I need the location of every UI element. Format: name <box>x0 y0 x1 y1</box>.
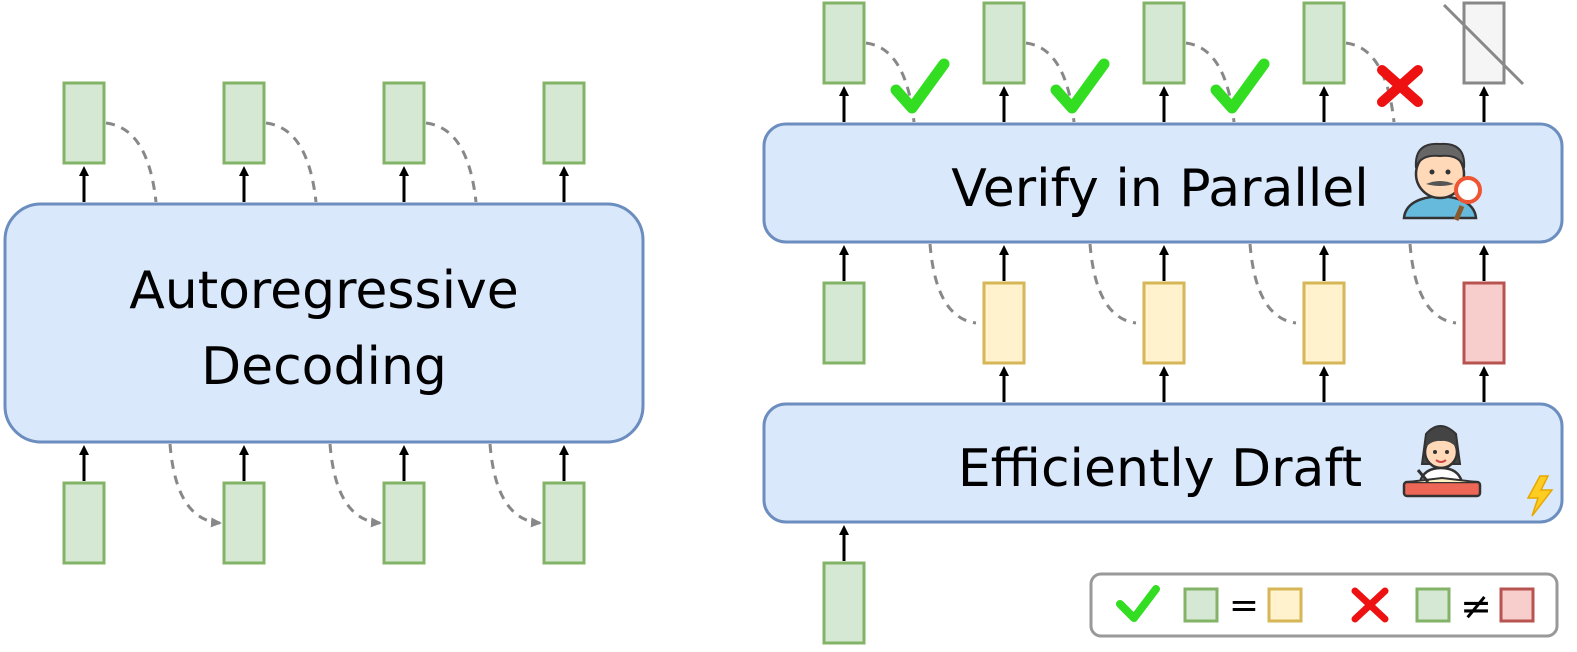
check-icon <box>1050 58 1110 114</box>
legend-green-token <box>1183 587 1219 623</box>
left-top-dashed <box>105 121 478 203</box>
draft-label: Efficiently Draft <box>958 439 1362 499</box>
draft-dashed-line <box>928 243 977 325</box>
output-token <box>382 81 426 165</box>
draft-token-accepted <box>982 281 1026 365</box>
output-token <box>542 81 586 165</box>
verified-output-tokens <box>822 1 1525 86</box>
compare-dashed-line <box>1345 41 1396 123</box>
input-token <box>382 481 426 565</box>
legend-equal-sign: = <box>1229 585 1259 626</box>
inspector-with-magnifier-icon <box>1402 142 1482 221</box>
verify-results <box>890 58 1423 114</box>
draft-token-accepted <box>1302 281 1346 365</box>
next-token-dashed-arrow <box>328 443 382 528</box>
context-token <box>822 281 866 365</box>
cross-icon <box>1377 65 1423 107</box>
legend-yellow-token <box>1267 587 1303 623</box>
draft-token-accepted <box>1142 281 1186 365</box>
next-token-dashed-arrow <box>168 443 222 528</box>
right-panel: Verify in Parallel Efficiently Draft <box>762 1 1564 645</box>
feedback-dashed-line <box>425 121 478 203</box>
input-token <box>542 481 586 565</box>
output-token <box>222 81 266 165</box>
legend-red-token <box>1499 587 1535 623</box>
legend-not-equal-sign: ≠ <box>1460 584 1492 628</box>
draft-token-rejected <box>1462 281 1506 365</box>
legend-cross-icon <box>1351 587 1389 623</box>
check-icon <box>1210 58 1270 114</box>
left-input-tokens <box>62 481 586 565</box>
next-token-dashed-arrow <box>488 443 542 528</box>
lightning-bolt-icon <box>1526 475 1554 517</box>
verified-token <box>822 1 866 85</box>
legend-green-token-2 <box>1415 587 1451 623</box>
legend: = ≠ <box>1089 572 1559 638</box>
autoregressive-decoding-box <box>3 202 645 444</box>
verify-box <box>762 122 1564 244</box>
draft-dashed-line <box>1408 243 1457 325</box>
input-token <box>222 481 266 565</box>
prefix-input-token <box>822 561 866 645</box>
feedback-dashed-line <box>105 121 158 203</box>
verified-token <box>982 1 1026 85</box>
left-output-tokens <box>62 81 586 165</box>
verify-label: Verify in Parallel <box>951 159 1368 219</box>
feedback-dashed-line <box>265 121 318 203</box>
legend-check-icon <box>1116 585 1160 622</box>
discard-strike <box>1442 3 1525 86</box>
verify-output-arrows <box>839 86 1489 122</box>
verify-input-arrows <box>839 245 1489 281</box>
verified-token <box>1302 1 1346 85</box>
check-icon <box>890 58 950 114</box>
input-token <box>62 481 106 565</box>
verified-token <box>1142 1 1186 85</box>
draft-output-arrows <box>999 366 1489 402</box>
output-token <box>62 81 106 165</box>
draft-dashed-line <box>1248 243 1297 325</box>
draft-dashed-line <box>1088 243 1137 325</box>
left-panel: Autoregressive Decoding <box>3 81 645 565</box>
autoregressive-label: Autoregressive <box>129 261 519 321</box>
decoding-label: Decoding <box>201 337 447 397</box>
draft-box <box>762 402 1564 524</box>
draft-tokens <box>822 281 1506 365</box>
student-writing-icon <box>1402 425 1482 498</box>
left-output-arrows <box>79 166 569 202</box>
left-input-arrows <box>79 445 569 481</box>
